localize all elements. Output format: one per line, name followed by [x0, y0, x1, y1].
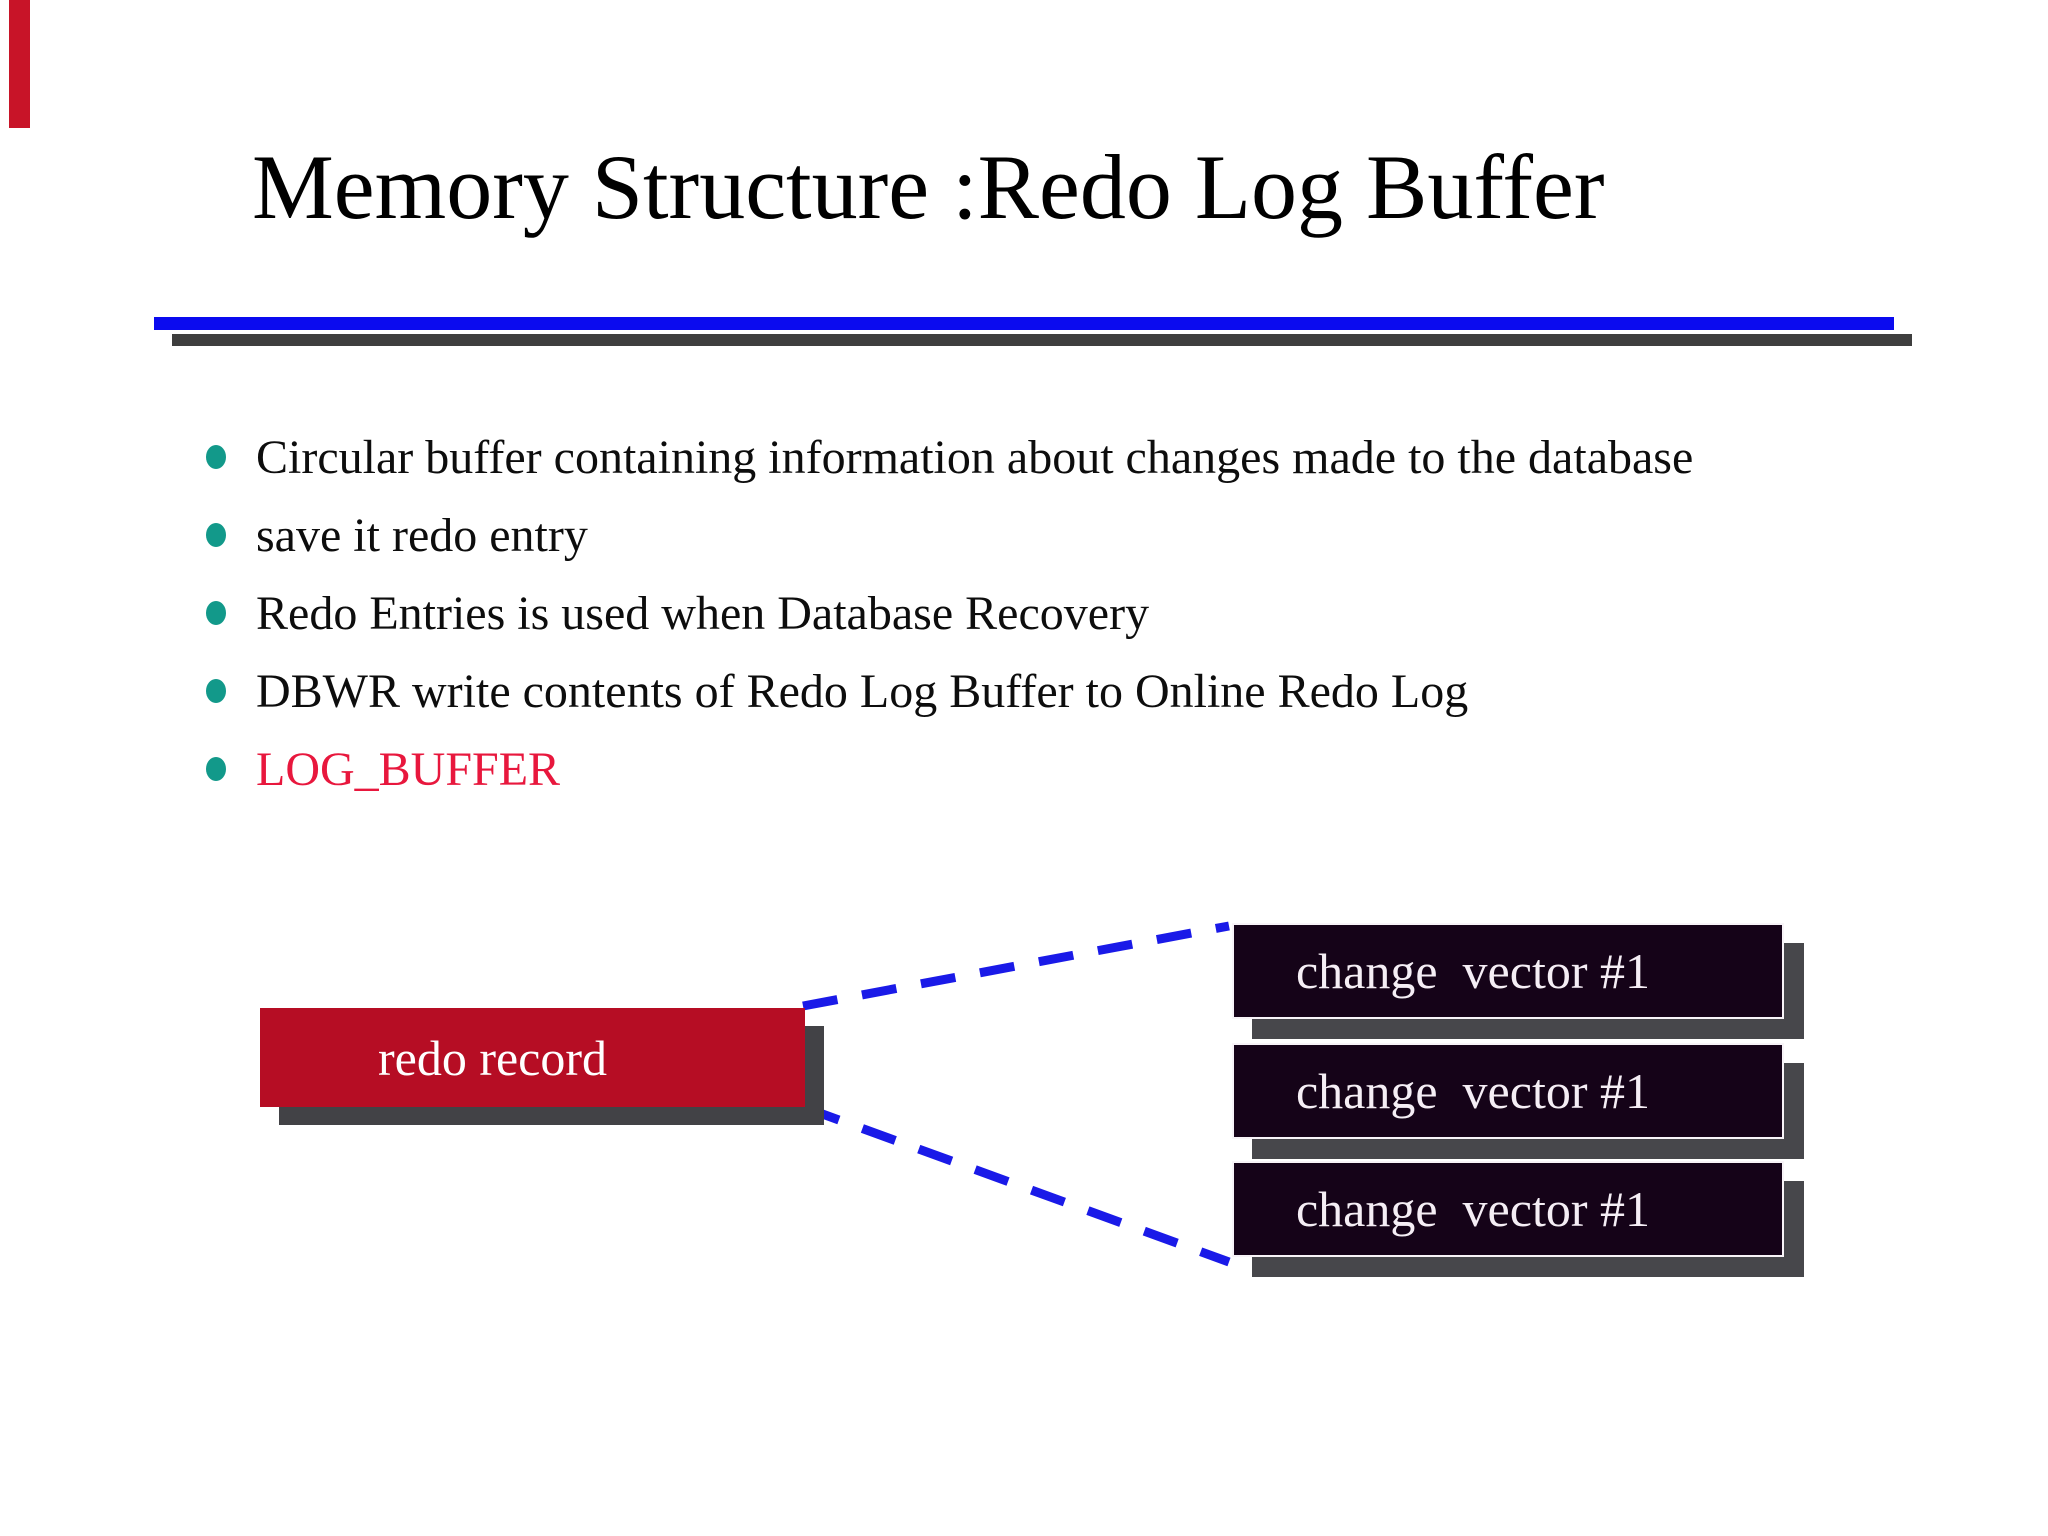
bullet-text: save it redo entry: [256, 508, 588, 562]
bullet-list: Circular buffer containing information a…: [206, 418, 1693, 808]
change-vector-box-2: change vector #1: [1232, 1043, 1784, 1139]
bullet-dot-icon: [206, 757, 226, 781]
change-vector-label: change vector #1: [1295, 1181, 1650, 1237]
redo-record-box: redo record: [260, 1008, 805, 1107]
bullet-item: DBWR write contents of Redo Log Buffer t…: [206, 652, 1693, 730]
bullet-item: Redo Entries is used when Database Recov…: [206, 574, 1693, 652]
change-vector-label: change vector #1: [1295, 1063, 1650, 1119]
bullet-item: save it redo entry: [206, 496, 1693, 574]
title-underline-blue: [154, 317, 1894, 330]
change-vector-box-1: change vector #1: [1232, 923, 1784, 1019]
connector-top-dashed-line: [802, 921, 1230, 1011]
bullet-text: Circular buffer containing information a…: [256, 430, 1694, 484]
bullet-text: LOG_BUFFER: [256, 742, 561, 796]
connector-bottom-dashed-line: [804, 1103, 1231, 1267]
change-vector-label: change vector #1: [1295, 943, 1650, 999]
bullet-item: Circular buffer containing information a…: [206, 418, 1693, 496]
page-title: Memory Structure :Redo Log Buffer: [252, 136, 1605, 238]
title-underline-shadow: [172, 334, 1912, 346]
bullet-text: Redo Entries is used when Database Recov…: [256, 586, 1150, 640]
bullet-dot-icon: [206, 445, 226, 469]
bullet-dot-icon: [206, 601, 226, 625]
bullet-item-log-buffer: LOG_BUFFER: [206, 730, 1693, 808]
bullet-text: DBWR write contents of Redo Log Buffer t…: [256, 664, 1469, 718]
bullet-dot-icon: [206, 523, 226, 547]
corner-accent-bar: [9, 0, 30, 128]
bullet-dot-icon: [206, 679, 226, 703]
redo-record-label: redo record: [377, 1029, 608, 1086]
change-vector-box-3: change vector #1: [1232, 1161, 1784, 1257]
